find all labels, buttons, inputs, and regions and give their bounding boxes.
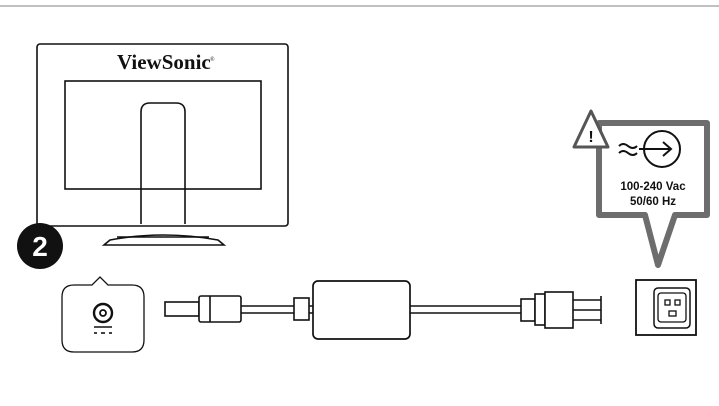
monitor-stand-neck xyxy=(140,102,186,224)
dc-cable xyxy=(241,305,294,314)
dc-jack-icon xyxy=(92,302,114,324)
monitor-rear-view xyxy=(36,43,289,246)
dc-plug xyxy=(164,295,242,323)
step-badge xyxy=(17,223,63,269)
frequency-label: 50/60 Hz xyxy=(630,196,676,208)
monitor-back-panel xyxy=(64,80,262,190)
dc-polarity-icon xyxy=(94,326,112,334)
ac-plug xyxy=(520,291,602,329)
monitor-brand-logo: ViewSonic xyxy=(117,50,211,74)
ac-input-icon xyxy=(618,130,681,168)
power-spec-callout xyxy=(596,120,710,268)
warning-triangle-icon: ! xyxy=(572,109,610,149)
step-number: 2 xyxy=(32,231,48,262)
power-adapter xyxy=(312,280,411,340)
ac-cable xyxy=(410,305,521,314)
dc-jack-callout xyxy=(61,276,145,353)
trademark-mark: ® xyxy=(210,56,215,63)
warning-symbol: ! xyxy=(588,129,593,146)
ac-outlet-icon xyxy=(635,279,697,336)
voltage-label: 100-240 Vac xyxy=(620,181,686,193)
monitor-housing xyxy=(36,43,289,227)
dc-cable-ferrite xyxy=(293,297,310,321)
